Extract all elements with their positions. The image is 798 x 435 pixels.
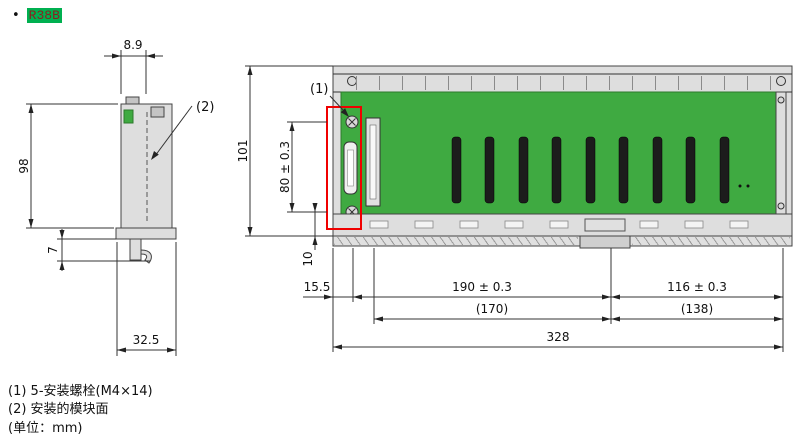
arrowhead xyxy=(611,294,620,300)
slot-connector-9 xyxy=(719,136,730,204)
bottom-strip xyxy=(332,235,793,247)
arrowhead xyxy=(774,344,783,350)
din-hook-stem xyxy=(129,238,142,261)
side-top-tab xyxy=(125,96,140,105)
dim-pitch-2: 116 ± 0.3 xyxy=(667,280,727,294)
dim-bottom-offset: 10 xyxy=(301,251,315,266)
din-hook-curl xyxy=(140,249,152,264)
arrowhead xyxy=(774,316,783,322)
arrowhead xyxy=(59,230,65,239)
pcb-board xyxy=(340,91,787,215)
cpu-slot-connector-inner xyxy=(347,149,354,187)
footnote-2: (2) 安装的模块面 xyxy=(8,402,109,418)
footnote-unit: (单位：mm) xyxy=(8,420,83,435)
arrowhead xyxy=(774,294,783,300)
pcb-dot xyxy=(738,184,742,188)
side-top-block xyxy=(150,106,165,118)
screw-cross xyxy=(348,118,356,126)
arrowhead xyxy=(28,219,34,228)
dim-top-width: 8.9 xyxy=(123,38,142,52)
rail-screw-left xyxy=(347,76,357,86)
slot-connector-1 xyxy=(451,136,462,204)
right-screw-top xyxy=(777,96,785,104)
rail-slot xyxy=(639,220,659,229)
arrowhead xyxy=(289,122,295,131)
callout-1-leader xyxy=(329,95,344,111)
dim-pitch-1-ref: (170) xyxy=(476,302,508,316)
dim-hook-height: 7 xyxy=(46,246,60,254)
right-end-plate xyxy=(775,91,787,215)
rail-slot xyxy=(549,220,569,229)
arrowhead xyxy=(112,53,121,59)
arrowhead xyxy=(117,347,126,353)
dim-screw-pitch-vertical: 80 ± 0.3 xyxy=(278,141,292,193)
slot-connector-3 xyxy=(518,136,529,204)
dim-pitch-1: 190 ± 0.3 xyxy=(452,280,512,294)
rail-slot xyxy=(369,220,389,229)
slot-connector-6 xyxy=(618,136,629,204)
arrowhead xyxy=(602,316,611,322)
rail-screw-right xyxy=(776,76,786,86)
rail-slot xyxy=(459,220,479,229)
dim-bottom-width: 32.5 xyxy=(133,333,160,347)
arrowhead xyxy=(312,203,318,212)
arrowhead xyxy=(312,236,318,245)
arrowhead xyxy=(247,66,253,75)
slot-connector-4 xyxy=(551,136,562,204)
callout-2-arrowhead xyxy=(151,151,159,160)
arrowhead xyxy=(167,347,176,353)
arrowhead xyxy=(333,344,342,350)
arrowhead xyxy=(324,294,333,300)
rail-slot xyxy=(684,220,704,229)
dim-left-offset: 15.5 xyxy=(304,280,331,294)
side-view: (2) 8.9 98 7 xyxy=(17,38,214,356)
arrowhead xyxy=(374,316,383,322)
arrowhead xyxy=(247,227,253,236)
din-clip xyxy=(579,235,631,249)
side-foot xyxy=(115,227,177,240)
arrowhead xyxy=(289,203,295,212)
highlight-box xyxy=(326,106,362,230)
footnotes: (1) 5-安装螺栓(M4×14) (2) 安装的模块面 (单位：mm) xyxy=(8,383,153,435)
din-center-plate xyxy=(584,218,626,232)
rail-slot xyxy=(504,220,524,229)
slot-connector-8 xyxy=(685,136,696,204)
callout-2-leader xyxy=(154,105,193,157)
side-green-chip xyxy=(123,109,134,124)
arrowhead xyxy=(28,104,34,113)
slot-connector-7 xyxy=(652,136,663,204)
dim-height: 101 xyxy=(236,140,250,163)
left-bus-connector-inner xyxy=(369,124,377,200)
arrowhead xyxy=(146,53,155,59)
dim-height: 98 xyxy=(17,158,31,173)
slot-connector-5 xyxy=(585,136,596,204)
callout-1-arrowhead xyxy=(340,108,349,117)
callout-2-label: (2) xyxy=(196,100,214,115)
rail-slot xyxy=(729,220,749,229)
front-view: (1) 101 80 ± 0.3 10 xyxy=(236,65,793,352)
arrowhead xyxy=(602,294,611,300)
dim-total-width: 328 xyxy=(547,330,570,344)
slot-connector-2 xyxy=(484,136,495,204)
arrowhead xyxy=(353,294,362,300)
figure-title: • R38B xyxy=(12,8,62,23)
arrowhead xyxy=(59,261,65,270)
footnote-1: (1) 5-安装螺栓(M4×14) xyxy=(8,384,153,399)
callout-1-label: (1) xyxy=(310,82,328,97)
dim-pitch-2-ref: (138) xyxy=(681,302,713,316)
model-name-highlight: R38B xyxy=(26,8,62,23)
rail-slot xyxy=(414,220,434,229)
right-screw-bottom xyxy=(777,202,785,210)
pcb-dot xyxy=(746,184,750,188)
arrowhead xyxy=(611,316,620,322)
list-bullet: • xyxy=(12,8,20,23)
